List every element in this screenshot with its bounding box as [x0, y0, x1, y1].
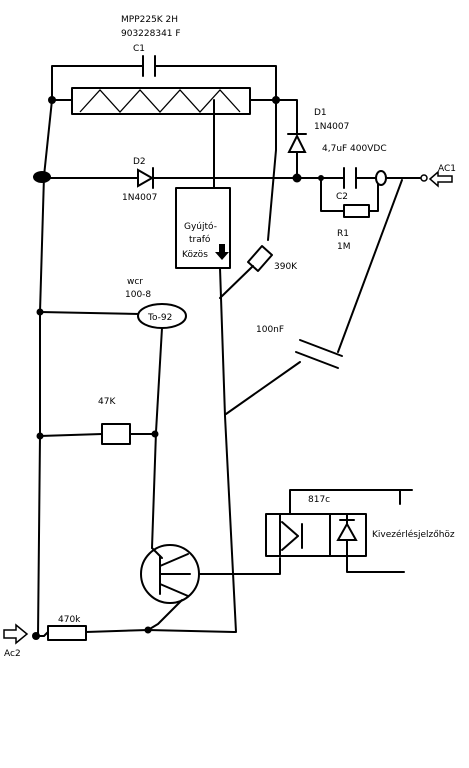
- r1-value-label: 1M: [337, 242, 351, 252]
- transistor-base-wire: [198, 557, 281, 575]
- optocoupler-label: 817c: [308, 495, 330, 505]
- resistor-390k: [247, 245, 273, 272]
- junction-node: [375, 170, 387, 186]
- arrow-right-icon: [3, 623, 29, 645]
- c1-name-label: C1: [133, 44, 145, 54]
- c1-loop-wire: [51, 65, 277, 101]
- capacitor-c1: [142, 55, 156, 77]
- junction-node: [33, 171, 51, 183]
- c1-part-label: MPP225K 2H: [121, 15, 178, 25]
- r47k-label: 47K: [98, 397, 116, 407]
- wcr-label-line2: 100-8: [125, 290, 151, 300]
- transformer-output-wire: [219, 267, 237, 633]
- trafo-label-line1: Gyújtó-: [184, 221, 217, 232]
- r390k-wire: [219, 265, 254, 299]
- signal-output-label: Kivezérlésjelzőhöz: [372, 529, 455, 540]
- c2-value-label: 4,7uF 400VDC: [322, 144, 387, 154]
- bottom-wire: [35, 631, 49, 637]
- arrow-down-icon: [215, 244, 229, 260]
- r390k-label: 390K: [274, 262, 298, 272]
- c1-code-label: 903228341 F: [121, 29, 181, 39]
- bottom-wire: [85, 629, 235, 633]
- capacitor-c2: [343, 167, 357, 189]
- to92-label: To-92: [147, 313, 172, 323]
- trafo-label-line2: trafó: [189, 234, 211, 245]
- d1-part-label: 1N4007: [314, 122, 349, 132]
- r1-name-label: R1: [337, 229, 349, 239]
- heater-element: [71, 87, 251, 115]
- diode-d2: [137, 167, 155, 189]
- optocoupler-817c: [265, 489, 413, 573]
- d1-name-label: D1: [314, 108, 327, 118]
- d2-name-label: D2: [133, 157, 146, 167]
- ac1-terminal: [420, 174, 428, 182]
- ignition-transformer: [175, 187, 231, 269]
- ac1-label: AC1: [438, 164, 456, 174]
- r47k-wire: [39, 433, 103, 437]
- resistor-r1: [320, 177, 379, 218]
- transistor: [140, 544, 200, 604]
- r390k-wire: [267, 99, 277, 241]
- c100nf-label: 100nF: [256, 325, 284, 335]
- c100nf-wire: [337, 179, 403, 353]
- wcr-label-line1: wcr: [127, 277, 143, 287]
- wcr-wire: [151, 327, 163, 549]
- d2-part-label: 1N4007: [122, 193, 157, 203]
- resistor-47k: [101, 423, 131, 445]
- c2-name-label: C2: [336, 192, 348, 202]
- transistor-wire: [147, 599, 183, 631]
- r470k-label: 470k: [58, 615, 81, 625]
- junction-node: [292, 173, 302, 183]
- transistor-wire: [151, 547, 163, 559]
- wcr-wire: [39, 311, 141, 315]
- c100nf-wire: [225, 361, 301, 415]
- arrow-left-icon: [428, 170, 453, 188]
- ac2-label: Ac2: [4, 649, 21, 659]
- capacitor-100nf: [295, 339, 343, 369]
- diode-d1: [287, 111, 307, 179]
- resistor-470k: [47, 625, 87, 641]
- trafo-common-label: Közös: [182, 250, 208, 260]
- junction-node: [151, 430, 159, 438]
- junction-node: [144, 626, 152, 634]
